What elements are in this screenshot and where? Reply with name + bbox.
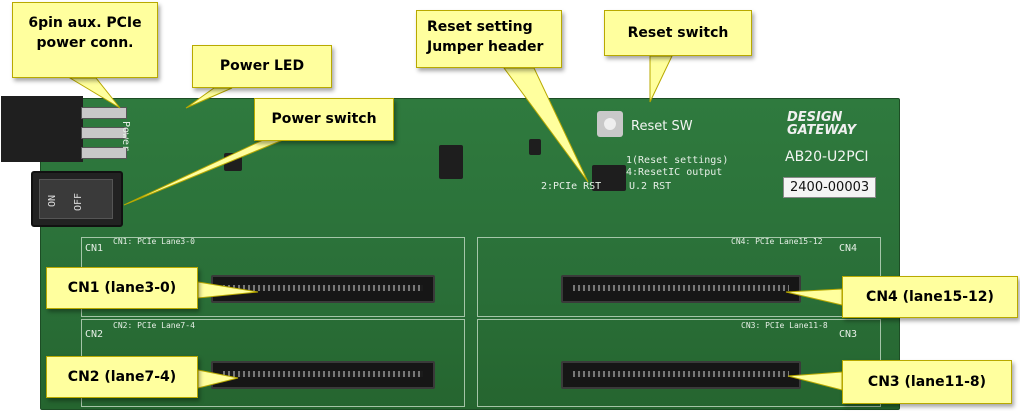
ic-chip bbox=[439, 145, 463, 179]
cn2-callout: CN2 (lane7-4) bbox=[46, 356, 198, 398]
aux-power-pins bbox=[81, 147, 127, 159]
cn4-callout: CN4 (lane15-12) bbox=[842, 276, 1018, 318]
cn3-connector bbox=[561, 361, 801, 389]
reset-ic-silk: 4:ResetIC output bbox=[626, 167, 723, 178]
aux-power-pins bbox=[81, 127, 127, 139]
brand-logo-line1: DESIGN bbox=[787, 110, 843, 125]
brand-logo-line2: GATEWAY bbox=[787, 123, 857, 138]
power-switch: ON OFF bbox=[31, 171, 123, 227]
cn1-board-label: CN1 bbox=[85, 243, 104, 254]
cn2-board-label: CN2 bbox=[85, 329, 104, 340]
cn1-callout: CN1 (lane3-0) bbox=[46, 267, 198, 309]
aux-power-connector bbox=[1, 96, 83, 162]
aux-power-pins bbox=[81, 107, 127, 119]
model-silk: AB20-U2PCI bbox=[785, 149, 869, 165]
reset-switch bbox=[597, 111, 623, 137]
cn3-board-label: CN3 bbox=[839, 329, 858, 340]
reset-switch-callout: Reset switch bbox=[604, 10, 752, 56]
cn1-connector bbox=[211, 275, 435, 303]
ic-chip bbox=[529, 139, 541, 155]
cn2-connector bbox=[211, 361, 435, 389]
power-led-callout: Power LED bbox=[192, 45, 332, 88]
serial-sticker: 2400-00003 bbox=[783, 177, 877, 198]
cn3-callout: CN3 (lane11-8) bbox=[842, 360, 1012, 404]
cn4-lane-silk: CN4: PCIe Lane15-12 bbox=[731, 237, 823, 246]
cn2-lane-silk: CN2: PCIe Lane7-4 bbox=[113, 321, 195, 330]
aux-power-callout: 6pin aux. PCIe power conn. bbox=[12, 2, 158, 78]
reset-settings-silk: 1(Reset settings) bbox=[626, 155, 729, 166]
pcie-rst-silk: 2:PCIe RST bbox=[541, 181, 602, 192]
power-switch-callout: Power switch bbox=[254, 98, 394, 141]
cn1-lane-silk: CN1: PCIe Lane3-0 bbox=[113, 237, 195, 246]
u2-rst-silk: U.2 RST bbox=[629, 181, 672, 192]
reset-jumper-header bbox=[592, 165, 626, 191]
cn4-board-label: CN4 bbox=[839, 243, 858, 254]
reset-jumper-callout: Reset setting Jumper header bbox=[416, 10, 562, 68]
reset-jumper-callout-line1: Reset setting bbox=[427, 19, 533, 35]
aux-power-callout-line2: power conn. bbox=[36, 35, 134, 51]
reset-sw-silk: Reset SW bbox=[631, 119, 693, 134]
cn4-connector bbox=[561, 275, 801, 303]
reset-jumper-callout-line2: Jumper header bbox=[427, 39, 544, 55]
cn3-lane-silk: CN3: PCIe Lane11-8 bbox=[741, 321, 828, 330]
aux-power-callout-line1: 6pin aux. PCIe bbox=[28, 15, 142, 31]
